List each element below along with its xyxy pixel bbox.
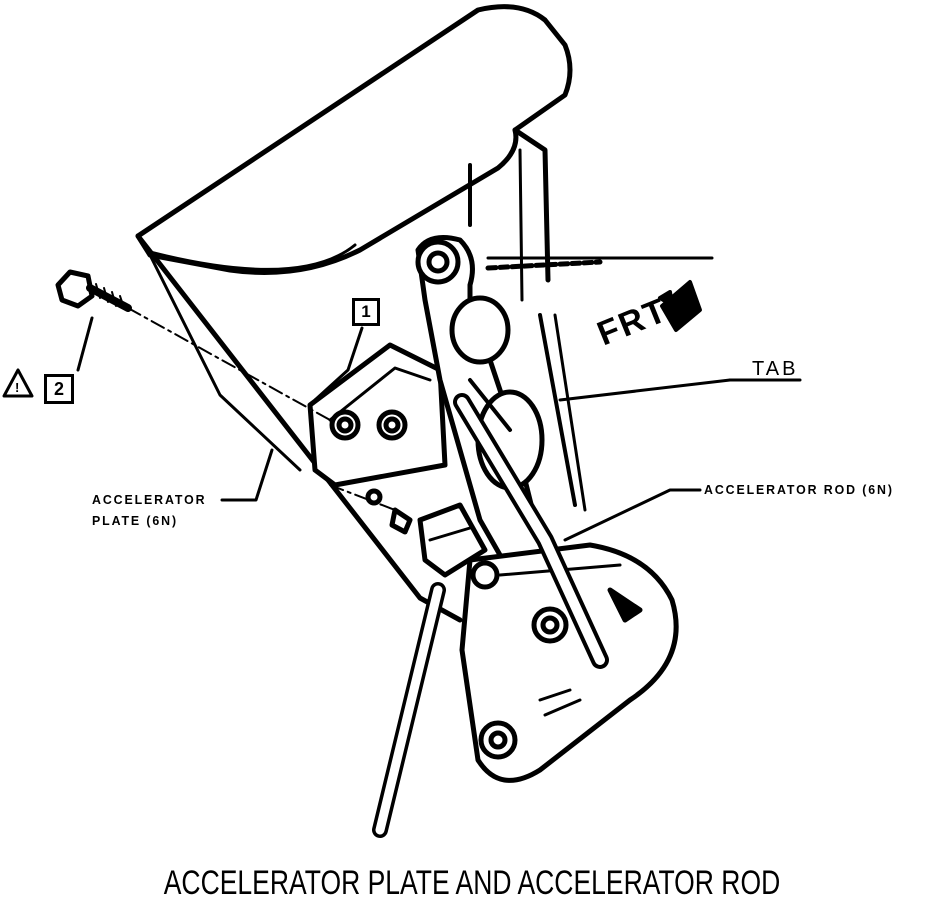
accelerator-rod (453, 393, 609, 669)
figure-caption: ACCELERATOR PLATE AND ACCELERATOR ROD (163, 864, 781, 902)
front-arrow-icon (658, 280, 702, 332)
caution-symbol: ! (15, 380, 21, 395)
pedal-bracket (459, 542, 679, 783)
callout-2: 2 (44, 374, 74, 404)
accelerator-plate-label-line2: PLATE (6N) (92, 513, 179, 528)
accelerator-rod-label: ACCELERATOR ROD (6N) (704, 482, 894, 497)
small-nut (365, 488, 413, 535)
bolt-2 (55, 269, 132, 312)
caution-icon (2, 368, 34, 398)
tab-label: TAB (752, 358, 799, 380)
alignment-lines (127, 307, 396, 511)
accelerator-plate-label-line1: ACCELERATOR (92, 492, 207, 507)
cable-upper (485, 256, 714, 271)
callout-1: 1 (352, 298, 380, 326)
leader-lines (76, 316, 802, 542)
dash-housing (135, 4, 573, 623)
bracket-plate (307, 342, 448, 488)
pedal-rod (372, 502, 500, 838)
